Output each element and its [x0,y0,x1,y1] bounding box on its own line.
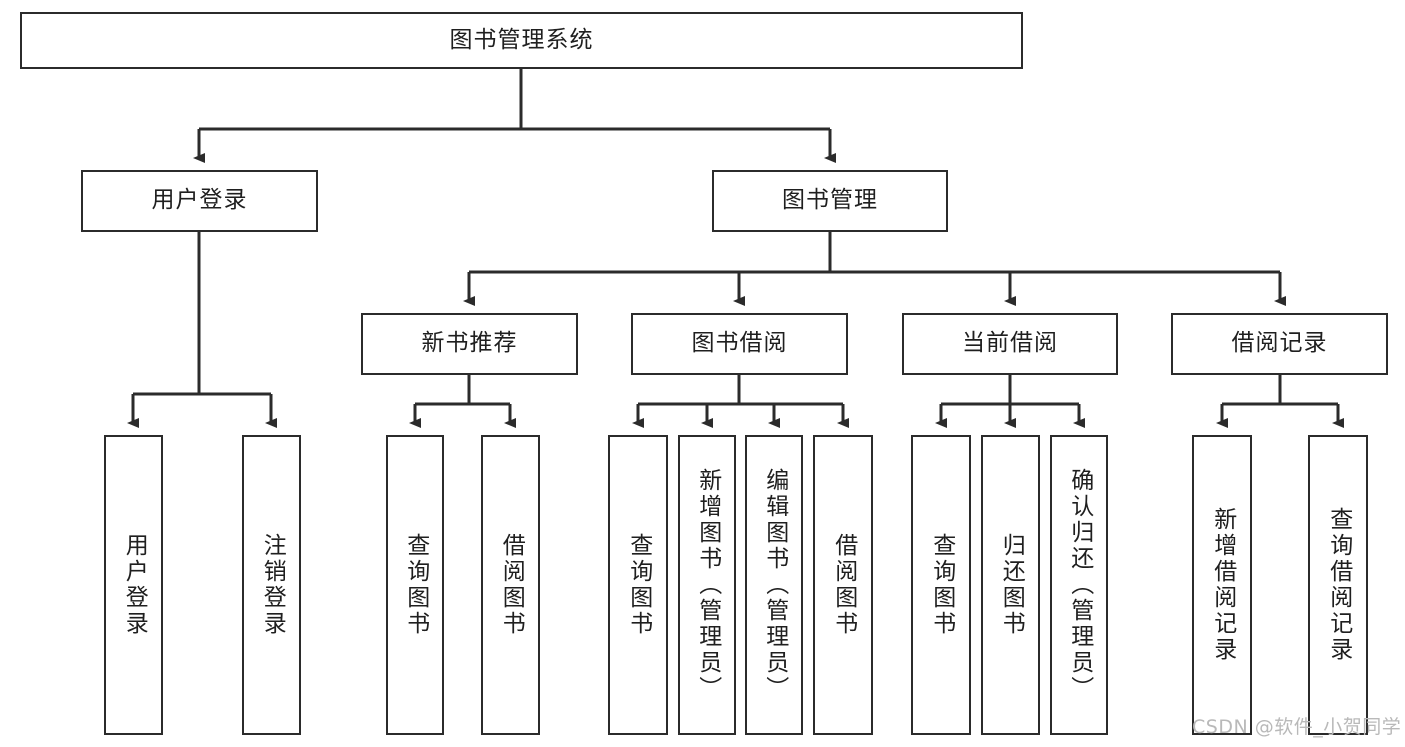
leaf-book-borrow-query[interactable]: 查询图书 [608,435,668,735]
node-label: 用户登录 [121,533,148,637]
node-label: 图书管理 [782,187,878,214]
node-label: 查询图书 [625,533,652,637]
node-borrow-record[interactable]: 借阅记录 [1171,313,1388,375]
leaf-book-borrow-borrow[interactable]: 借阅图书 [813,435,873,735]
node-label: 新增借阅记录 [1209,507,1236,663]
leaf-current-borrow-query[interactable]: 查询图书 [911,435,971,735]
node-label: 新增图书（管理员） [694,468,721,702]
node-new-book-recommend[interactable]: 新书推荐 [361,313,578,375]
csdn-watermark: CSDN @软件_小贺同学 [1192,716,1402,738]
leaf-new-book-query[interactable]: 查询图书 [386,435,444,735]
node-label: 新书推荐 [421,330,518,357]
node-label: 图书管理系统 [449,26,594,53]
node-label: 借阅图书 [830,533,857,637]
node-label: 编辑图书（管理员） [761,468,788,702]
leaf-current-borrow-confirm-return[interactable]: 确认归还（管理员） [1050,435,1108,735]
node-label: 归还图书 [998,533,1025,637]
leaf-borrow-record-query[interactable]: 查询借阅记录 [1308,435,1368,735]
leaf-user-login-logout[interactable]: 注销登录 [242,435,301,735]
node-book-management[interactable]: 图书管理 [712,170,948,232]
leaf-current-borrow-return[interactable]: 归还图书 [981,435,1040,735]
node-label: 查询图书 [402,533,429,637]
node-label: 确认归还（管理员） [1066,468,1093,702]
node-label: 借阅记录 [1231,330,1328,357]
node-label: 查询图书 [928,533,955,637]
leaf-borrow-record-add[interactable]: 新增借阅记录 [1192,435,1252,735]
node-user-login[interactable]: 用户登录 [81,170,318,232]
node-label: 借阅图书 [498,533,525,637]
node-label: 注销登录 [259,533,286,637]
leaf-book-borrow-edit[interactable]: 编辑图书（管理员） [745,435,803,735]
leaf-new-book-borrow[interactable]: 借阅图书 [481,435,540,735]
node-label: 当前借阅 [962,330,1058,357]
node-book-borrow[interactable]: 图书借阅 [631,313,848,375]
leaf-user-login-login[interactable]: 用户登录 [104,435,163,735]
node-label: 图书借阅 [691,330,788,357]
node-label: 查询借阅记录 [1325,507,1352,663]
node-root-system[interactable]: 图书管理系统 [20,12,1023,69]
node-label: 用户登录 [151,187,248,214]
node-current-borrow[interactable]: 当前借阅 [902,313,1118,375]
leaf-book-borrow-add[interactable]: 新增图书（管理员） [678,435,736,735]
